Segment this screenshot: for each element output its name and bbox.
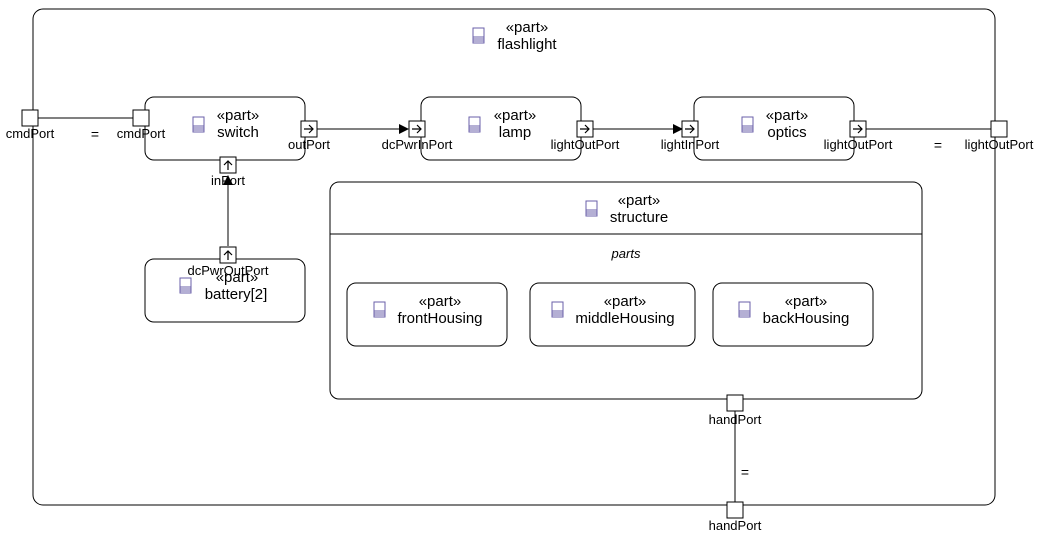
flashlight-cmd-port[interactable]	[21, 109, 39, 127]
middle-housing-block[interactable]: «part» middleHousing	[529, 282, 696, 347]
arrow-right-icon	[853, 124, 863, 134]
switch-stereotype: «part»	[217, 107, 260, 124]
flashlight-light-port[interactable]	[990, 120, 1008, 138]
switch-cmd-port[interactable]	[132, 109, 150, 127]
arrow-up-icon	[223, 250, 233, 260]
arrow-up-icon	[223, 160, 233, 170]
back-housing-stereotype: «part»	[785, 293, 828, 310]
flashlight-cmd-port-label: cmdPort	[6, 126, 55, 141]
front-housing-block[interactable]: «part» frontHousing	[346, 282, 508, 347]
switch-in-port[interactable]	[219, 156, 237, 174]
connectors	[35, 117, 992, 502]
optics-out-port-label: lightOutPort	[824, 137, 893, 152]
structure-name: structure	[610, 209, 668, 226]
optics-name: optics	[767, 124, 806, 141]
switch-name: switch	[217, 124, 259, 141]
flashlight-stereotype: «part»	[506, 19, 549, 36]
optics-out-port[interactable]	[849, 120, 867, 138]
cmd-binding-label: =	[91, 126, 99, 142]
middle-housing-name: middleHousing	[575, 310, 674, 327]
optics-in-port[interactable]	[681, 120, 699, 138]
lamp-stereotype: «part»	[494, 107, 537, 124]
middle-housing-stereotype: «part»	[604, 293, 647, 310]
arrow-right-icon	[685, 124, 695, 134]
battery-out-port-label: dcPwrOutPort	[188, 263, 269, 278]
battery-stereotype: «part»	[216, 269, 259, 286]
arrow-right-icon	[304, 124, 314, 134]
battery-out-port[interactable]	[219, 246, 237, 264]
structure-hand-port[interactable]	[726, 394, 744, 412]
lamp-name: lamp	[499, 124, 532, 141]
lamp-out-port-label: lightOutPort	[551, 137, 620, 152]
switch-out-port[interactable]	[300, 120, 318, 138]
lamp-in-port-label: dcPwrInPort	[382, 137, 453, 152]
flashlight-light-port-label: lightOutPort	[965, 137, 1034, 152]
front-housing-stereotype: «part»	[419, 293, 462, 310]
switch-out-port-label: outPort	[288, 137, 330, 152]
front-housing-name: frontHousing	[397, 310, 482, 327]
optics-in-port-label: lightInPort	[661, 137, 720, 152]
back-housing-name: backHousing	[763, 310, 850, 327]
port-labels: cmdPort cmdPort outPort dcPwrInPort ligh…	[6, 126, 1034, 533]
light-binding-label: =	[934, 137, 942, 153]
switch-in-port-label: inPort	[211, 173, 245, 188]
arrow-right-icon	[580, 124, 590, 134]
optics-block[interactable]: «part» optics	[693, 96, 855, 161]
switch-block[interactable]: «part» switch	[144, 96, 306, 161]
flashlight-hand-port[interactable]	[726, 501, 744, 519]
optics-stereotype: «part»	[766, 107, 809, 124]
binding-labels: = = =	[91, 126, 942, 480]
back-housing-block[interactable]: «part» backHousing	[712, 282, 874, 347]
arrow-right-icon	[412, 124, 422, 134]
flashlight-hand-port-label: handPort	[709, 518, 762, 533]
parts-compartment-label: parts	[611, 246, 641, 261]
flashlight-name: flashlight	[497, 36, 557, 53]
switch-cmd-port-label: cmdPort	[117, 126, 166, 141]
ports	[21, 109, 1008, 519]
lamp-in-port[interactable]	[408, 120, 426, 138]
hand-binding-label: =	[741, 464, 749, 480]
structure-hand-port-label: handPort	[709, 412, 762, 427]
battery-name: battery[2]	[205, 286, 268, 303]
lamp-out-port[interactable]	[576, 120, 594, 138]
structure-stereotype: «part»	[618, 192, 661, 209]
